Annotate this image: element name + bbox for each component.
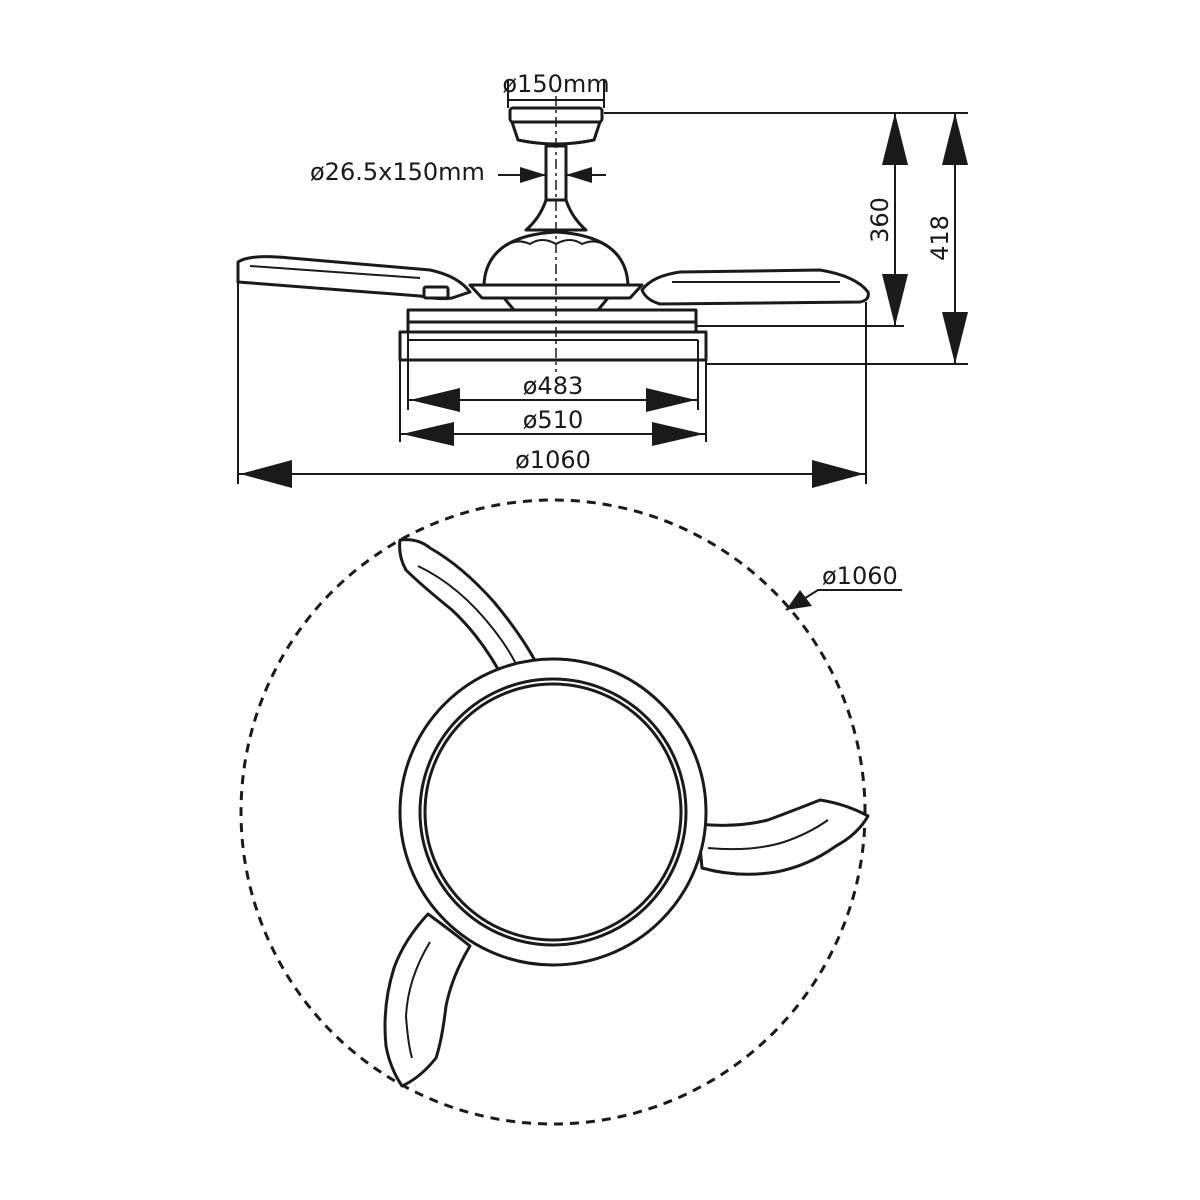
light-inner-dimension: ø483 (407, 332, 699, 412)
light-outer-dimension: ø510 (399, 360, 707, 446)
left-blade (236, 255, 472, 301)
height-short-label: 360 (866, 197, 894, 243)
canopy-diameter-label: ø150mm (502, 70, 609, 98)
height-total-dimension: 418 (926, 113, 968, 364)
plan-blade-bottom (383, 912, 472, 1088)
canopy-dimension: ø150mm (502, 70, 610, 108)
plan-view: ø1060 (239, 498, 902, 1126)
central-light (398, 657, 708, 967)
span-plan-label: ø1060 (822, 562, 898, 590)
light-outer-label: ø510 (523, 406, 584, 434)
plan-blade-right (696, 798, 870, 876)
span-side-label: ø1060 (515, 446, 591, 474)
span-plan-dimension: ø1060 (785, 562, 902, 611)
light-kit (398, 308, 708, 362)
height-extension-lines (604, 112, 968, 365)
span-side-dimension: ø1060 (237, 282, 867, 488)
sweep-circle (239, 498, 867, 1126)
downrod-label: ø26.5x150mm (310, 158, 485, 186)
light-inner-label: ø483 (523, 372, 584, 400)
height-total-label: 418 (926, 215, 954, 261)
side-view: ø150mm ø26.5x150mm 360 418 (236, 70, 968, 488)
height-short-dimension: 360 (866, 113, 908, 326)
downrod-dimension: ø26.5x150mm (310, 158, 606, 186)
right-blade (640, 268, 870, 306)
